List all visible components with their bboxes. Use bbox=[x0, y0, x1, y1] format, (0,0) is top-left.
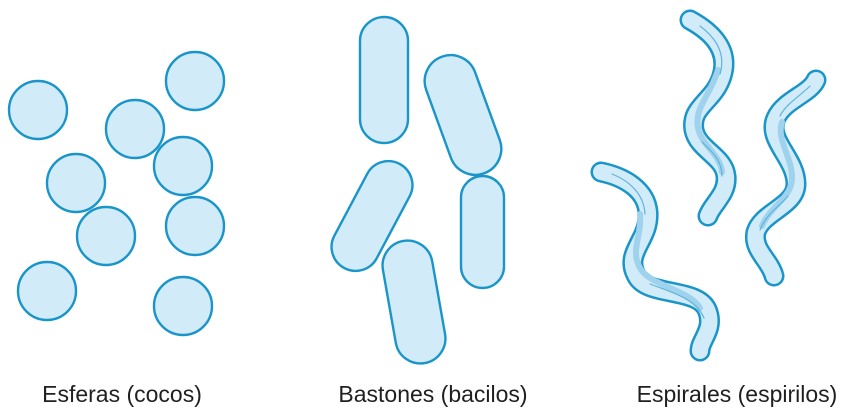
coccus-cell bbox=[47, 154, 105, 212]
bacillus-cell bbox=[461, 176, 504, 288]
coccus-cell bbox=[154, 137, 212, 195]
coccus-cell bbox=[18, 262, 76, 320]
coccus-cell bbox=[166, 52, 224, 110]
coccus-cell bbox=[166, 197, 224, 255]
cocci-group bbox=[9, 52, 224, 335]
bacillus-cell bbox=[379, 237, 450, 368]
bacillus-cell bbox=[360, 17, 408, 143]
coccus-cell bbox=[77, 207, 135, 265]
coccus-cell bbox=[106, 100, 164, 158]
spirillum-cell bbox=[755, 80, 816, 276]
coccus-cell bbox=[154, 277, 212, 335]
spirilla-caption: Espirales (espirilos) bbox=[612, 377, 862, 411]
bacilli-group bbox=[323, 17, 509, 367]
spirillum-cell bbox=[690, 20, 726, 216]
spirilla-group bbox=[601, 20, 816, 351]
bacilli-caption: Bastones (bacilos) bbox=[318, 377, 548, 411]
coccus-cell bbox=[9, 81, 67, 139]
bacillus-cell bbox=[417, 48, 508, 182]
spirillum-cell bbox=[601, 172, 709, 351]
cocci-caption: Esferas (cocos) bbox=[22, 377, 222, 411]
